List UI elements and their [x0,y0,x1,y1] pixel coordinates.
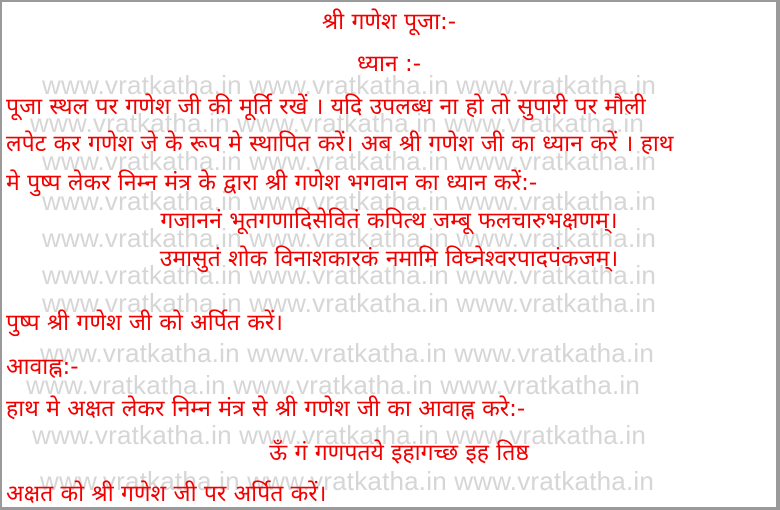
watermark: www.vratkatha.in www.vratkatha.in www.vr… [42,288,657,318]
paragraph-line: लपेट कर गणेश जे के रूप मे स्थापित करें। … [6,131,674,157]
closing-instruction: अक्षत को श्री गणेश जी पर अर्पित करें। [6,481,327,507]
watermark: www.vratkatha.in www.vratkatha.in www.vr… [26,370,641,400]
watermark: www.vratkatha.in www.vratkatha.in www.vr… [32,420,647,450]
section-heading-dhyan: ध्यान :- [356,51,422,77]
watermark: www.vratkatha.in www.vratkatha.in www.vr… [42,146,657,176]
watermark: www.vratkatha.in www.vratkatha.in www.vr… [40,338,655,368]
watermark: www.vratkatha.in www.vratkatha.in www.vr… [42,223,657,253]
watermark: www.vratkatha.in www.vratkatha.in www.vr… [42,260,657,290]
page-title: श्री गणेश पूजा:- [321,9,457,35]
section-heading-avahan: आवाह्न:- [6,354,79,380]
paragraph-line: मे पुष्प लेकर निम्न मंत्र के द्वारा श्री… [6,170,538,196]
watermark: www.vratkatha.in www.vratkatha.in www.vr… [42,186,657,216]
mantra-avahan: ऊँ गं गणपतये इहागच्छ इह तिष्ठ [269,440,529,466]
watermark: www.vratkatha.in www.vratkatha.in www.vr… [40,466,655,496]
instruction-offer-flowers: पुष्प श्री गणेश जी को अर्पित करें। [6,310,283,336]
watermark: www.vratkatha.in www.vratkatha.in www.vr… [42,70,657,100]
mantra-line: उमासुतं शोक विनाशकारकं नमामि विघ्नेश्वरप… [159,246,619,272]
mantra-line: गजाननं भूतगणादिसेवितं कपित्थ जम्बू फलचार… [160,208,618,234]
watermark: www.vratkatha.in www.vratkatha.in www.vr… [30,108,645,138]
instruction-avahan: हाथ मे अक्षत लेकर निम्न मंत्र से श्री गण… [6,396,526,422]
paragraph-line: पूजा स्थल पर गणेश जी की मूर्ति रखें । यद… [6,94,646,120]
